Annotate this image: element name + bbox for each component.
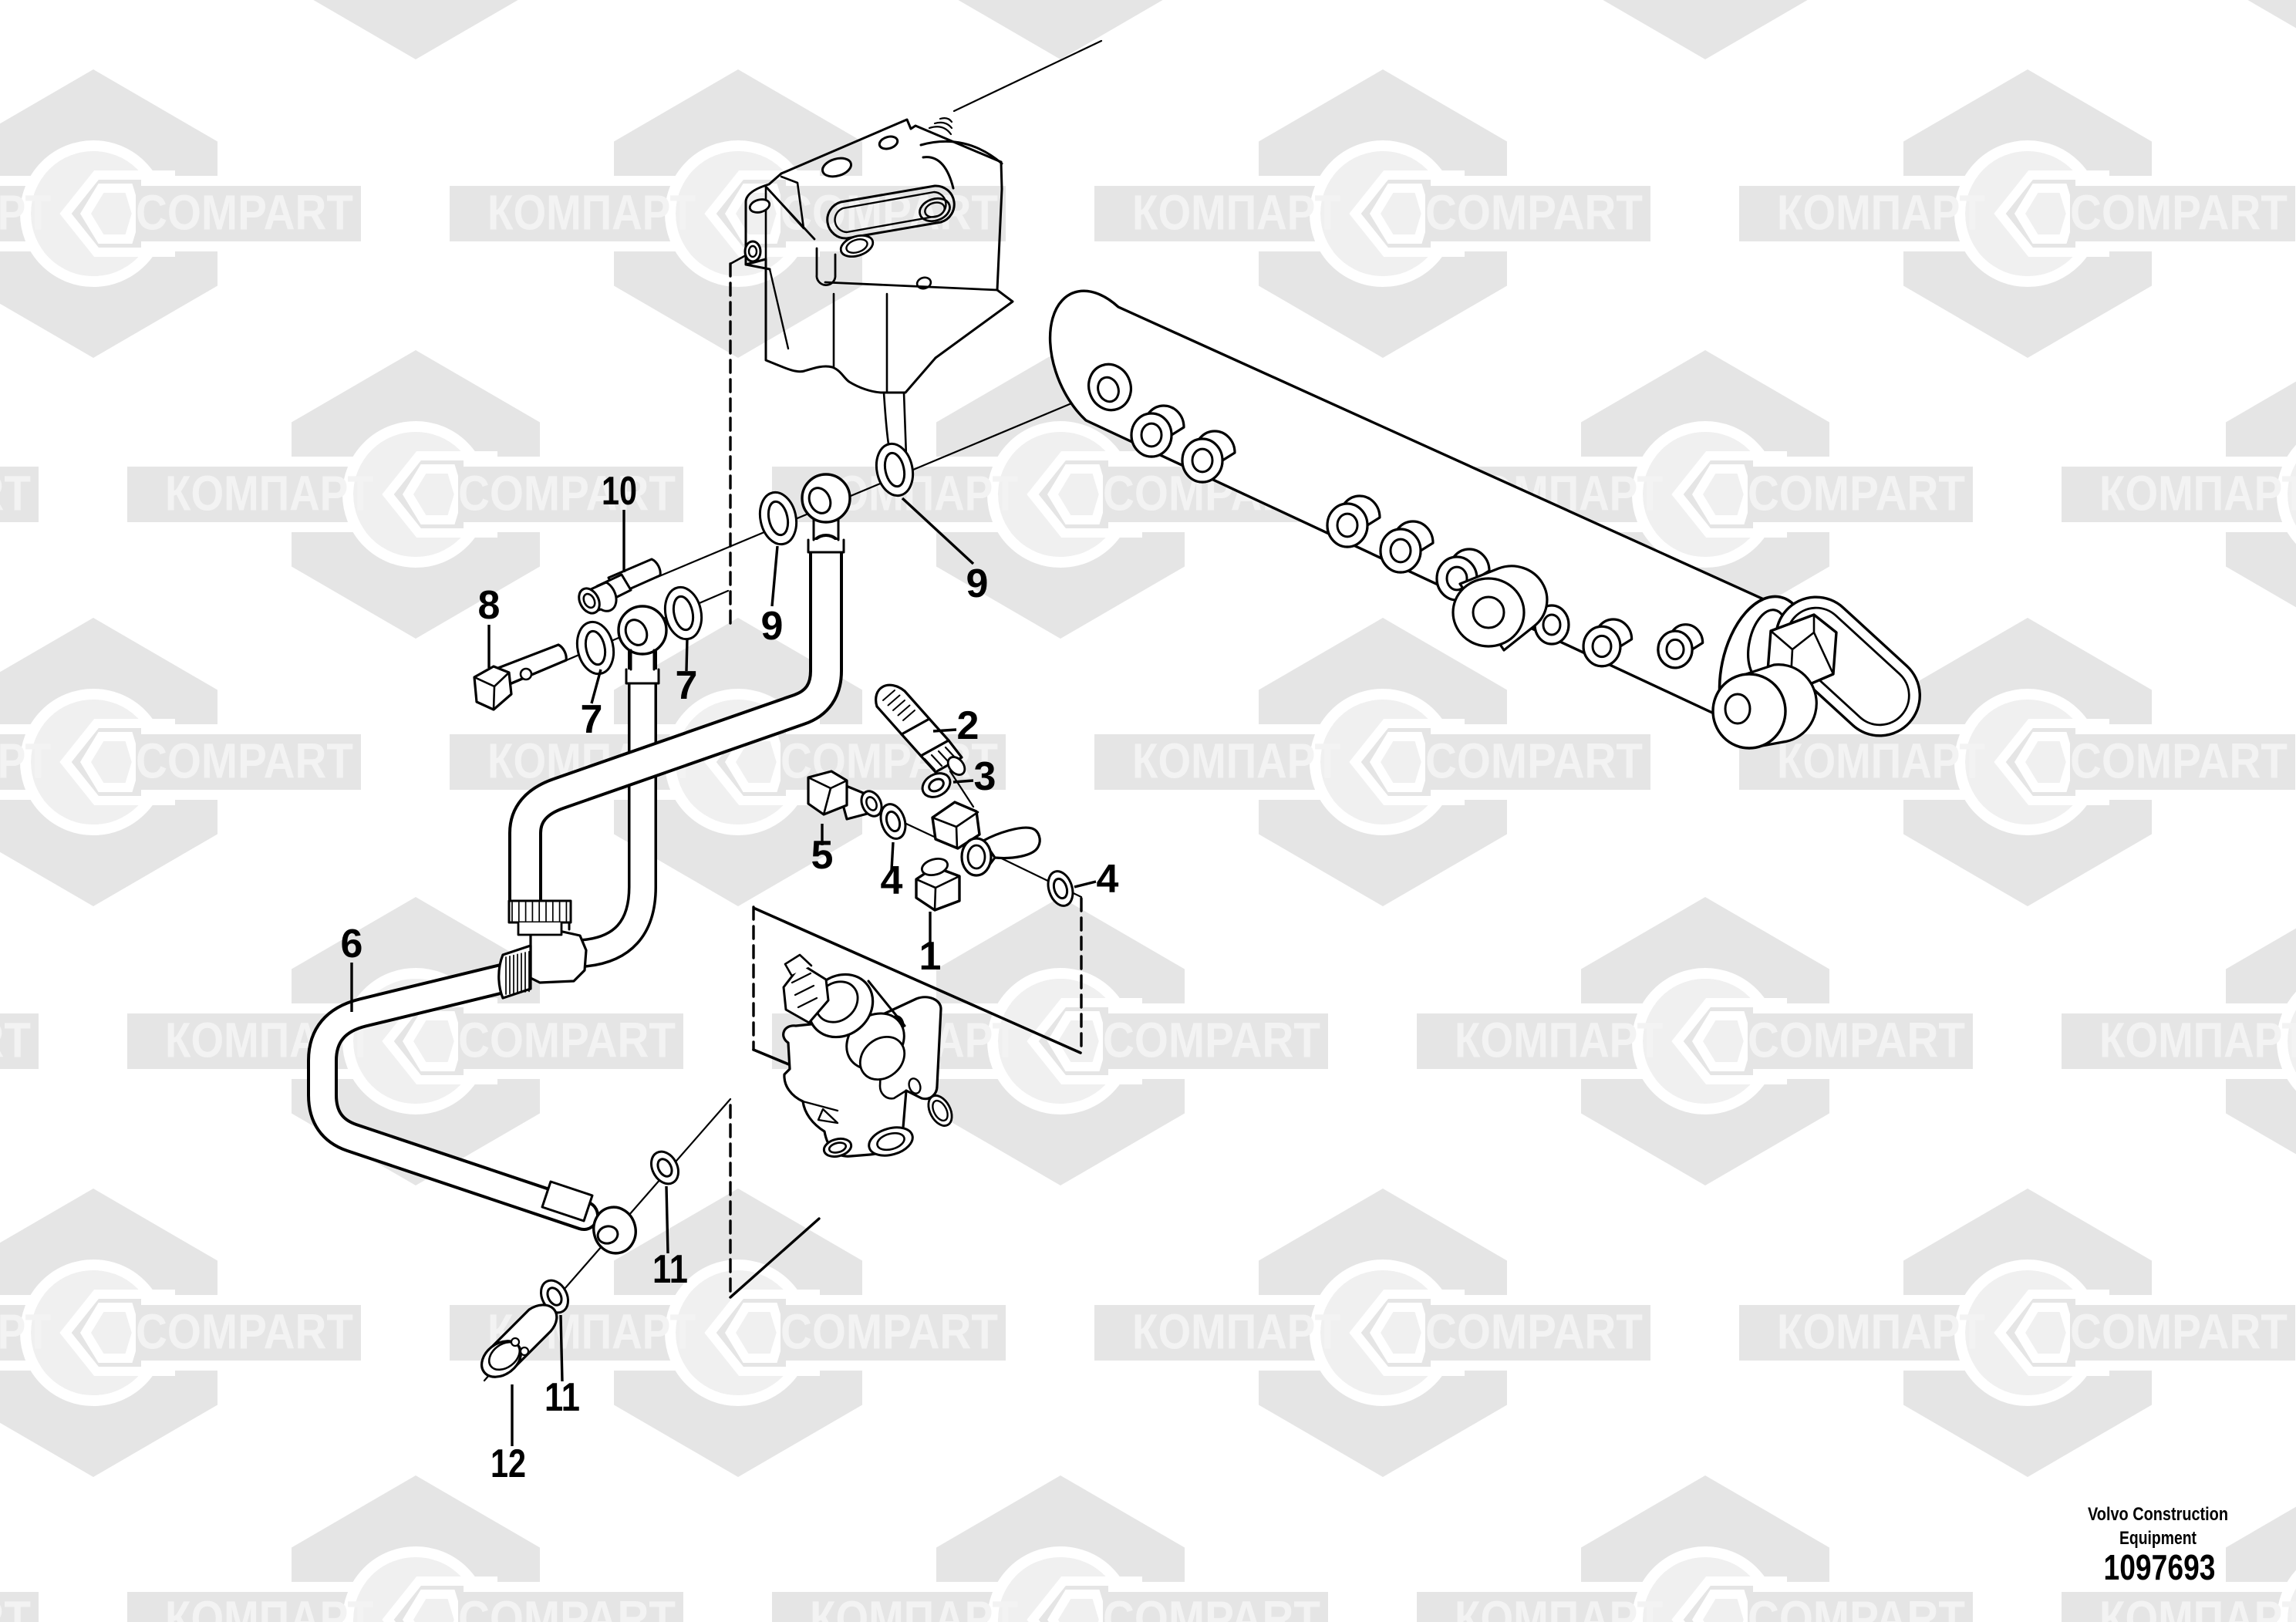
svg-text:4: 4	[1097, 857, 1119, 902]
svg-text:2: 2	[957, 703, 979, 748]
svg-text:12: 12	[491, 1442, 526, 1486]
svg-text:9: 9	[966, 561, 989, 606]
svg-text:3: 3	[974, 754, 996, 799]
svg-text:11: 11	[544, 1375, 580, 1420]
svg-text:11: 11	[652, 1247, 688, 1292]
svg-text:6: 6	[341, 922, 363, 966]
svg-text:Volvo Construction: Volvo Construction	[2088, 1504, 2228, 1525]
svg-text:9: 9	[761, 604, 784, 649]
svg-text:7: 7	[581, 697, 603, 742]
svg-text:1097693: 1097693	[2104, 1547, 2216, 1587]
svg-text:8: 8	[478, 583, 501, 628]
svg-text:10: 10	[602, 469, 637, 514]
svg-text:Equipment: Equipment	[2119, 1528, 2197, 1549]
